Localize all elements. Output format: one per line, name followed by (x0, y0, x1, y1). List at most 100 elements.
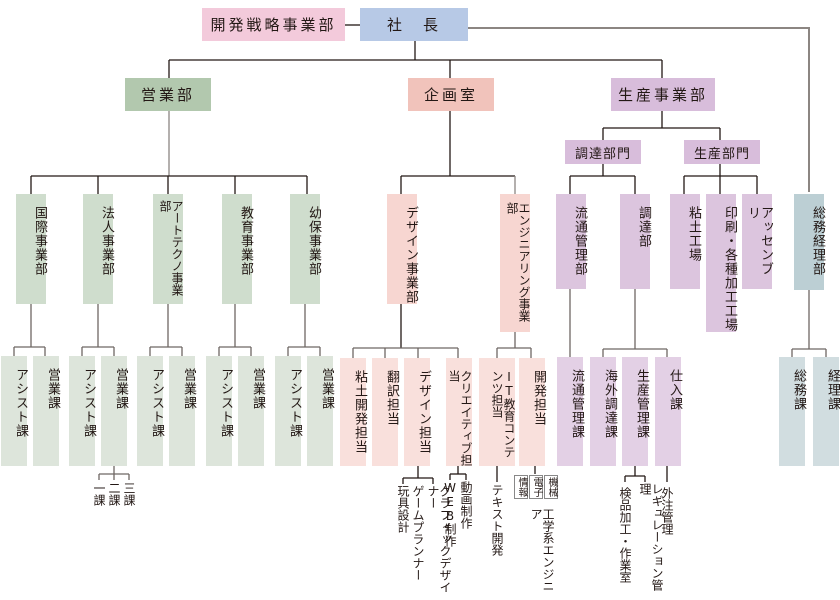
task-label: 玩具設計 (396, 485, 410, 533)
section-box[interactable]: 流通管理課 (557, 357, 584, 466)
task-label: レギュレーション管理 (638, 483, 664, 591)
section-box[interactable]: 経理課 (813, 357, 840, 466)
section-label: IT教育コンテンツ担当 (490, 370, 516, 458)
section-box[interactable]: クリエイティブ担当 (446, 358, 473, 466)
section-box[interactable]: アシスト課 (137, 356, 164, 466)
field-tag: 電子 (529, 475, 543, 499)
sales-division-box[interactable]: 営業部 (125, 78, 211, 111)
section-label: クリエイティブ担当 (447, 370, 473, 466)
sales-unit-box[interactable]: 幼保事業部 (290, 194, 321, 304)
section-box[interactable]: アシスト課 (275, 356, 302, 466)
production-division-box[interactable]: 生産事業部 (611, 78, 715, 111)
task-label: 外注管理 (660, 487, 674, 535)
planning-unit-box[interactable]: デザイン事業部 (387, 194, 418, 304)
section-label: 開発担当 (531, 370, 546, 426)
production-unit-box[interactable]: 調達部 (620, 194, 651, 289)
task-label: 検品加工・作業室 (618, 487, 632, 583)
procurement-group-box[interactable]: 調達部門 (565, 140, 641, 164)
section-label: 粘土開発担当 (352, 370, 367, 454)
field-tag: 機械 (544, 475, 558, 499)
section-label: 営業課 (181, 368, 196, 410)
section-label: アシスト課 (218, 368, 233, 438)
section-label: アシスト課 (287, 368, 302, 438)
section-label: 流通管理課 (569, 369, 584, 439)
production-unit-box[interactable]: アッセンブリ (742, 194, 773, 289)
section-label: アシスト課 (149, 368, 164, 438)
task-label: WEB制作 (443, 481, 457, 547)
planning-division-label: 企画室 (423, 86, 478, 104)
connector (468, 27, 810, 192)
section-label: 営業課 (113, 368, 128, 410)
sales-unit-box[interactable]: 教育事業部 (222, 194, 253, 304)
section-label: 経理課 (825, 369, 840, 411)
section-label: 翻訳担当 (384, 370, 399, 426)
sales-unit-label: 教育事業部 (238, 206, 253, 276)
field-tag: 情報 (514, 475, 528, 499)
section-box[interactable]: アシスト課 (1, 356, 28, 466)
section-box[interactable]: 生産管理課 (622, 357, 649, 466)
section-box[interactable]: 翻訳担当 (372, 358, 399, 466)
section-label: 営業課 (319, 368, 334, 410)
section-label: 海外調達課 (602, 369, 617, 439)
section-label: 営業課 (250, 368, 265, 410)
manufacturing-group-box[interactable]: 生産部門 (684, 140, 760, 164)
production-unit-label: 印刷・各種加工工場 (722, 206, 737, 332)
planning-division-box[interactable]: 企画室 (408, 78, 494, 111)
sales-unit-label: 国際事業部 (32, 206, 47, 276)
section-box[interactable]: 営業課 (307, 356, 334, 466)
sales-unit-box[interactable]: 法人事業部 (83, 194, 114, 304)
section-label: アシスト課 (13, 368, 28, 438)
section-box[interactable]: 開発担当 (519, 358, 546, 466)
sales-unit-label: アートテクノ事業部 (158, 200, 184, 296)
task-label: テキスト開発 (490, 484, 504, 556)
production-unit-box[interactable]: 印刷・各種加工工場 (706, 194, 737, 332)
production-unit-label: 調達部 (636, 206, 651, 248)
task-label: グラフィックデザイナー (426, 485, 452, 593)
task-label: ゲームプランナー (411, 485, 425, 581)
section-box[interactable]: アシスト課 (206, 356, 233, 466)
section-box[interactable]: 粘土開発担当 (340, 358, 367, 466)
section-box[interactable]: アシスト課 (69, 356, 96, 466)
sales-division-label: 営業部 (140, 86, 195, 104)
planning-unit-label: エンジニアリング事業部 (505, 202, 531, 322)
strategy-dept-label: 開発戦略事業部 (210, 16, 337, 34)
section-box[interactable]: 仕入課 (655, 357, 682, 466)
sales-unit-box[interactable]: 国際事業部 (16, 194, 47, 304)
sales-unit-label: 法人事業部 (99, 206, 114, 276)
section-box[interactable]: IT教育コンテンツ担当 (479, 358, 516, 466)
section-box[interactable]: 営業課 (33, 356, 60, 466)
section-box[interactable]: デザイン担当 (404, 358, 431, 466)
manufacturing-group-label: 生産部門 (693, 146, 750, 162)
sales-unit-box[interactable]: アートテクノ事業部 (153, 194, 184, 304)
subsection-label: 二課 (107, 482, 121, 506)
production-unit-label: 粘土工場 (686, 206, 701, 262)
strategy-dept-box[interactable]: 開発戦略事業部 (202, 8, 345, 41)
subsection-label: 三課 (122, 482, 136, 506)
section-box[interactable]: 営業課 (169, 356, 196, 466)
production-unit-label: アッセンブリ (745, 206, 773, 276)
president-label: 社 長 (386, 16, 441, 34)
procurement-group-label: 調達部門 (574, 146, 631, 162)
planning-unit-box[interactable]: エンジニアリング事業部 (500, 194, 531, 332)
section-label: 仕入課 (667, 369, 682, 411)
subsection-label: 一課 (92, 482, 106, 506)
task-label: 動画制作 (459, 481, 473, 529)
section-box[interactable]: 営業課 (238, 356, 265, 466)
section-label: デザイン担当 (416, 370, 431, 454)
production-unit-box[interactable]: 流通管理部 (556, 194, 587, 289)
general-affairs-label: 総務経理部 (810, 206, 825, 276)
section-label: 営業課 (45, 368, 60, 410)
section-box[interactable]: 海外調達課 (590, 357, 617, 466)
section-box[interactable]: 総務課 (779, 357, 806, 466)
sales-unit-label: 幼保事業部 (306, 206, 321, 276)
section-label: 総務課 (791, 369, 806, 411)
task-label: 工学系エンジニア (529, 508, 555, 592)
production-unit-box[interactable]: 粘土工場 (670, 194, 701, 289)
section-box[interactable]: 営業課 (101, 356, 128, 466)
section-label: 生産管理課 (634, 369, 649, 439)
president-box[interactable]: 社 長 (360, 8, 468, 41)
general-affairs-box[interactable]: 総務経理部 (794, 194, 825, 290)
section-label: アシスト課 (81, 368, 96, 438)
production-unit-label: 流通管理部 (572, 206, 587, 276)
